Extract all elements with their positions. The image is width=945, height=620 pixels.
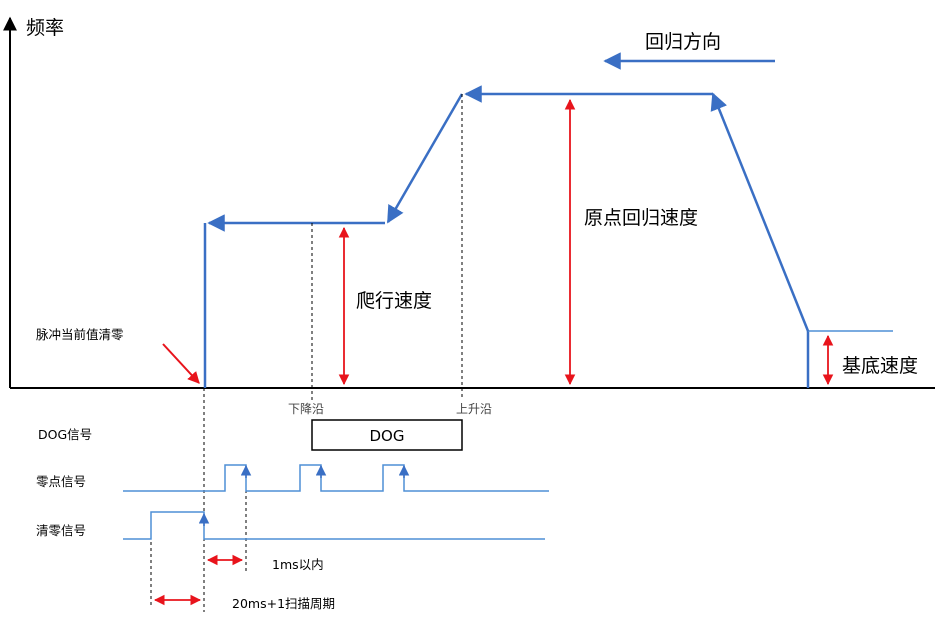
clear-signal-label: 清零信号 xyxy=(36,523,86,538)
dog-box-label: DOG xyxy=(370,427,405,445)
pulse-clear-arrow xyxy=(162,343,200,384)
y-axis-label: 频率 xyxy=(26,17,64,39)
direction-label: 回归方向 xyxy=(645,31,721,53)
zero-signal-label: 零点信号 xyxy=(36,474,86,489)
timing-20ms-label: 20ms+1扫描周期 xyxy=(232,596,335,611)
timing-1ms-label: 1ms以内 xyxy=(272,557,324,572)
pulse-clear-label: 脉冲当前值清零 xyxy=(36,327,124,342)
creep-speed-label: 爬行速度 xyxy=(356,290,432,312)
dog-signal-label: DOG信号 xyxy=(38,427,92,442)
base-speed-label: 基底速度 xyxy=(842,355,918,377)
rising-edge-label: 上升沿 xyxy=(456,402,492,416)
return-speed-label: 原点回归速度 xyxy=(584,207,698,229)
dog-box xyxy=(311,419,463,451)
zero-signal-edge-arrows xyxy=(240,464,410,478)
clear-signal-trace xyxy=(123,511,545,540)
zero-signal-trace xyxy=(123,464,549,492)
decel-segment xyxy=(386,93,464,224)
guide-lines xyxy=(150,94,463,612)
speed-profile xyxy=(203,85,893,388)
falling-edge-label: 下降沿 xyxy=(288,402,324,416)
accel-segment xyxy=(710,92,810,332)
